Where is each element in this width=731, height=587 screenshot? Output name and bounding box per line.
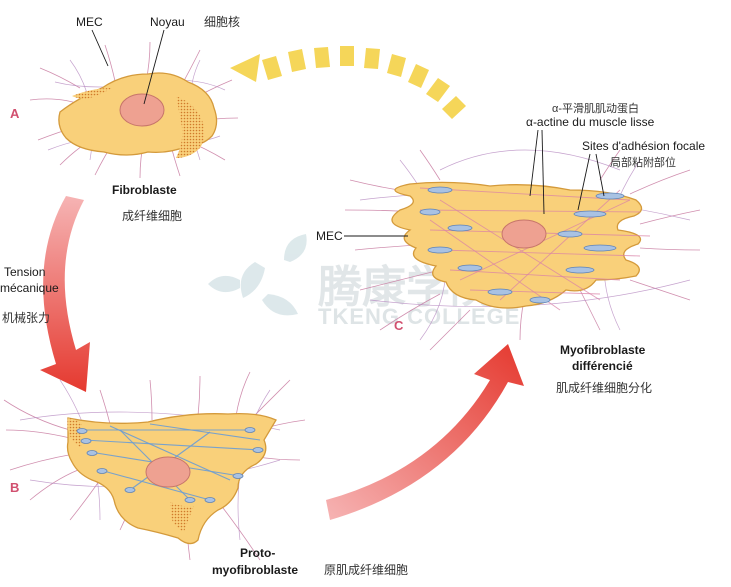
cell-c-focal-adhesions xyxy=(419,186,625,304)
watermark-logo-icon xyxy=(208,234,307,316)
label-tension-1: Tension xyxy=(4,265,45,279)
label-proto-2: myofibroblaste xyxy=(212,563,298,577)
label-myo-cn: 肌成纤维细胞分化 xyxy=(556,381,652,395)
leader-alpha-2 xyxy=(541,129,545,215)
cell-b-nucleus xyxy=(145,456,191,488)
cell-a-dotted-edge-2 xyxy=(72,88,112,99)
leader-sites-2 xyxy=(595,153,605,197)
arrow-a-to-b xyxy=(40,196,90,392)
panel-letter-c: C xyxy=(394,318,404,333)
cell-c-nucleus xyxy=(501,219,547,249)
cell-b-protomyofibroblast xyxy=(3,371,306,561)
arrow-c-to-a xyxy=(230,46,466,119)
label-noyau: Noyau xyxy=(150,15,185,29)
cell-b-focal-adhesions xyxy=(76,427,264,503)
label-proto-cn: 原肌成纤维细胞 xyxy=(324,563,408,577)
label-sites-fr: Sites d'adhésion focale xyxy=(582,139,705,153)
watermark: 腾康学院 TKENG COLLEGE xyxy=(208,234,520,329)
cell-a-nucleus xyxy=(119,93,165,127)
label-myo-2: différencié xyxy=(572,359,633,373)
leader-sites-1 xyxy=(577,153,591,211)
label-alpha-fr: α-actine du muscle lisse xyxy=(526,115,655,129)
panel-letter-a: A xyxy=(10,106,20,121)
cell-b-dotted-edge-2 xyxy=(170,502,194,532)
leader-mec-a xyxy=(91,29,109,67)
label-proto-1: Proto- xyxy=(240,546,275,560)
cell-b-stress-fibers xyxy=(80,423,261,501)
label-noyau-cn: 细胞核 xyxy=(204,15,240,29)
cell-c-myofibroblast xyxy=(344,149,701,351)
arrow-b-to-c xyxy=(326,344,524,520)
label-tension-cn: 机械张力 xyxy=(2,310,50,325)
panel-letter-b: B xyxy=(10,480,19,495)
leader-alpha-1 xyxy=(529,129,539,197)
label-fibroblaste-cn: 成纤维细胞 xyxy=(122,209,182,223)
leader-noyau xyxy=(143,29,165,105)
label-mec-c: MEC xyxy=(316,229,343,243)
label-alpha-cn: α-平滑肌肌动蛋白 xyxy=(552,101,639,115)
label-mec-a: MEC xyxy=(76,15,103,29)
label-tension-2: mécanique xyxy=(0,281,59,295)
cell-b-dotted-edge xyxy=(67,418,82,448)
cell-a-dotted-edge xyxy=(176,96,205,158)
label-fibroblaste: Fibroblaste xyxy=(112,183,177,197)
label-myo-1: Myofibroblaste xyxy=(560,343,646,357)
cell-a-fibroblast xyxy=(29,41,239,179)
label-sites-cn: 局部粘附部位 xyxy=(610,155,676,169)
watermark-en: TKENG COLLEGE xyxy=(318,304,520,329)
